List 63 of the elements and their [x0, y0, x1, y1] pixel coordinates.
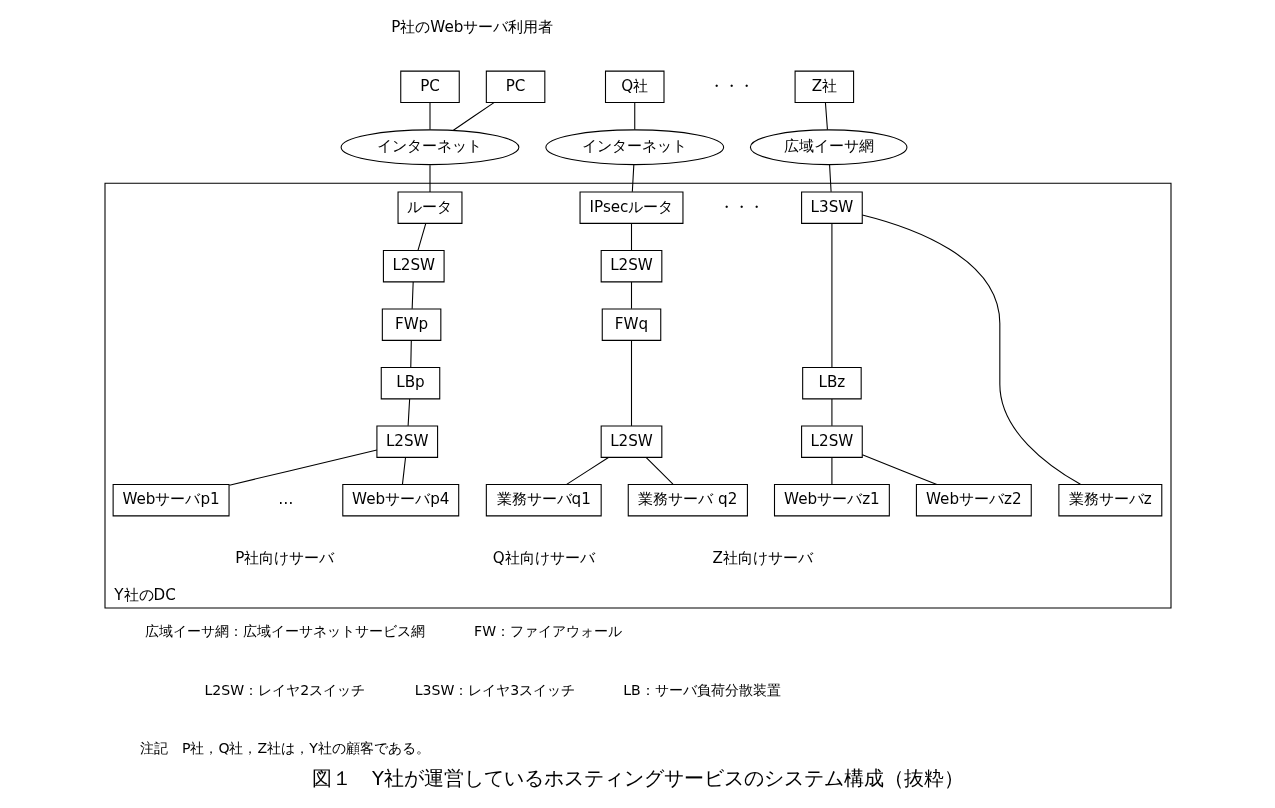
label: L3SW：レイヤ3スイッチ	[414, 681, 575, 698]
caption: 図１ Y社が運営しているホスティングサービスのシステム構成（抜粋）	[311, 766, 964, 790]
node-box: Webサーバz2	[915, 483, 1032, 517]
connector	[428, 164, 431, 193]
node-box: ルータ	[397, 191, 462, 224]
connector	[452, 102, 495, 131]
connector	[861, 214, 1081, 485]
node-box: Webサーバz1	[773, 483, 890, 517]
connector	[830, 457, 832, 485]
label: 広域イーサ網：広域イーサネットサービス網	[144, 623, 425, 640]
label: Q社向けサーバ	[492, 548, 595, 567]
label: 注記 P社，Q社，Z社は，Y社の顧客である。	[139, 740, 430, 757]
connector	[824, 102, 828, 131]
connector	[409, 340, 412, 368]
node-box: Q社	[604, 70, 665, 104]
node-box: LBz	[801, 366, 862, 400]
node-box: FWp	[381, 308, 441, 341]
connector	[633, 102, 635, 131]
connector	[630, 223, 632, 251]
node-box: 業務サーバz	[1057, 483, 1162, 517]
connector	[645, 457, 673, 485]
node-box: LBp	[380, 366, 440, 400]
node-box: 業務サーバ q2	[627, 483, 748, 517]
node-box: PC	[399, 70, 460, 104]
node-box: L3SW	[800, 191, 863, 224]
node-box: L2SW	[600, 249, 662, 283]
node-box: Z社	[794, 70, 854, 104]
label: L2SW：レイヤ2スイッチ	[204, 681, 365, 698]
label: Z社向けサーバ	[711, 548, 813, 567]
label: FW：ファイアウォール	[473, 623, 622, 640]
node-box: FWq	[601, 308, 661, 341]
connector	[407, 398, 410, 427]
connector	[830, 223, 832, 368]
node-box: L2SW	[382, 249, 445, 283]
connector	[565, 457, 609, 485]
connector	[630, 281, 632, 310]
connector	[631, 164, 634, 193]
label: P社向けサーバ	[234, 548, 334, 567]
node-box: PC	[485, 70, 545, 104]
connector	[828, 164, 832, 193]
node-box: L2SW	[600, 425, 662, 458]
label: ・・・	[708, 76, 754, 95]
node-box: IPsecルータ	[579, 191, 683, 224]
label: LB：サーバ負荷分散装置	[622, 681, 781, 698]
connector	[417, 223, 426, 251]
label: …	[277, 490, 293, 509]
connector	[861, 454, 937, 485]
node-box: L2SW	[800, 425, 863, 458]
connector	[630, 340, 632, 427]
connector	[830, 398, 832, 427]
node-box: Webサーバp1	[112, 483, 230, 517]
node-box: 業務サーバq1	[485, 483, 602, 517]
connector	[228, 449, 377, 486]
connector	[428, 102, 431, 131]
label: P社のWebサーバ利用者	[390, 18, 553, 37]
connector	[401, 457, 406, 485]
node-ellipse: インターネット	[340, 129, 519, 166]
label: ・・・	[719, 197, 764, 216]
node-box: L2SW	[375, 425, 438, 458]
node-ellipse: インターネット	[544, 129, 724, 166]
connector	[411, 281, 414, 310]
node-ellipse: 広域イーサ網	[749, 129, 907, 166]
node-box: Webサーバp4	[341, 483, 459, 517]
